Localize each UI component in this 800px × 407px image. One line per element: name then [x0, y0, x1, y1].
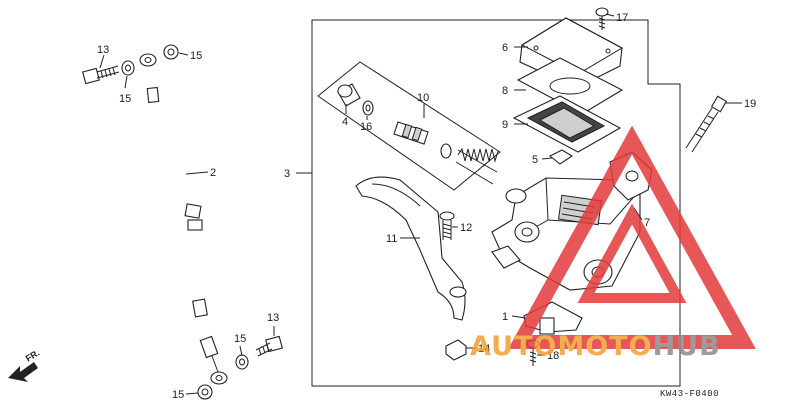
sealing-washer-lower [197, 354, 249, 400]
callout-3: 3 [284, 168, 290, 180]
sealing-washer-upper [121, 44, 179, 76]
bolt-19 [685, 95, 728, 153]
float-5 [548, 149, 574, 165]
piston-set [317, 61, 501, 191]
pivot-bolt-12 [439, 211, 455, 240]
banjo-bolt-lower [255, 335, 283, 357]
banjo-bolt-upper [82, 65, 120, 85]
callout-9: 9 [502, 119, 508, 131]
brake-hose [139, 53, 228, 385]
assembly-outline [311, 19, 681, 387]
watermark-text-secondary: HUB [653, 331, 721, 362]
callout-16: 16 [360, 121, 372, 133]
callout-15: 15 [190, 50, 202, 62]
callout-1: 1 [502, 311, 508, 323]
watermark-triangle-logo [508, 125, 756, 349]
front-direction-label: FR. [24, 348, 42, 364]
watermark: AUTOMOTOHUB [470, 125, 756, 362]
callout-15: 15 [172, 389, 184, 401]
watermark-text: AUTOMOTOHUB [470, 331, 721, 362]
callout-15: 15 [234, 333, 246, 345]
callout-19: 19 [744, 98, 756, 110]
callout-5: 5 [532, 154, 538, 166]
callout-10: 10 [417, 92, 429, 104]
nut-14 [445, 339, 467, 361]
callout-7: 7 [644, 217, 650, 229]
callout-14: 14 [478, 343, 490, 355]
callout-13: 13 [267, 312, 279, 324]
callout-15: 15 [119, 93, 131, 105]
callout-4: 4 [342, 116, 348, 128]
callout-8: 8 [502, 85, 508, 97]
diagram-code: KW43-F0400 [660, 389, 719, 399]
leader-lines [99, 13, 742, 395]
brake-lever [355, 176, 467, 321]
callout-6: 6 [502, 42, 508, 54]
screw-17 [595, 7, 609, 30]
callout-11: 11 [386, 233, 397, 245]
callout-18: 18 [547, 350, 559, 362]
front-direction-arrow: FR. [8, 348, 41, 382]
callout-2: 2 [210, 167, 216, 179]
callout-12: 12 [460, 222, 472, 234]
watermark-text-primary: AUTOMOTO [470, 331, 653, 362]
callout-13: 13 [97, 44, 109, 56]
callout-17: 17 [616, 12, 628, 24]
diaphragm [512, 95, 622, 153]
